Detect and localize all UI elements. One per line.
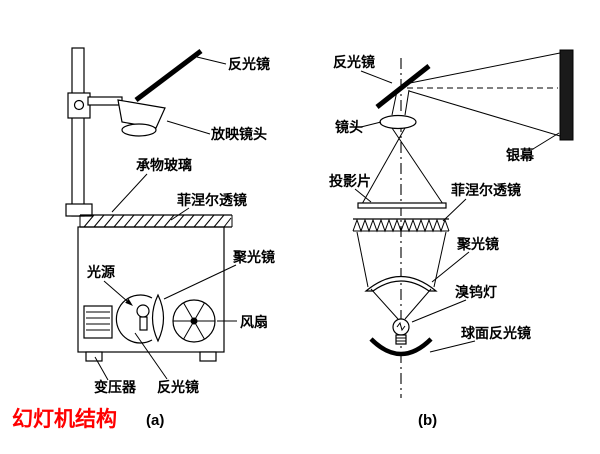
leader-light-source [103,280,128,302]
label-light-source: 光源 [86,264,115,280]
page-title: 幻灯机结构 [12,407,117,431]
lamp-b-base-lines [396,337,406,342]
leader-condenser-b [431,251,470,283]
platform-end-caps [79,215,233,227]
label-condenser-a: 聚光镜 [232,249,275,265]
lamp-bulb [136,304,150,318]
label-projection-lens: 放映镜头 [210,126,267,142]
ray-lamp-condenser-left [370,288,399,320]
caption-a: (a) [146,412,164,429]
label-condenser-b: 聚光镜 [456,236,499,252]
lamp-reflector-arc [115,294,153,344]
label-stage-glass: 承物玻璃 [136,157,192,173]
screen-shape [559,49,574,141]
diagram-a: 反光镜 放映镜头 承物玻璃 菲涅尔透镜 聚光镜 光源 风扇 变压器 反光镜 [65,47,275,395]
mirror-b-shape [375,64,431,109]
top-mirror-shape [134,49,203,102]
leader-screen [532,132,560,150]
condenser-b-shape [364,275,438,292]
label-spherical-reflector: 球面反光镜 [461,325,531,341]
leader-condenser-a [163,264,237,300]
ray-slide-lens-1 [361,127,406,205]
fan-hub [190,317,198,325]
lamp-b-base [395,334,407,345]
leader-lens-b [360,121,382,128]
leader-stage-glass [111,173,148,213]
ray-mirror-screen-top [404,52,561,85]
leader-fresnel-a [170,207,190,221]
leader-fresnel-b [442,198,467,222]
spherical-reflector-shape [369,337,433,357]
diagram-b: 反光镜 镜头 银幕 投影片 菲涅尔透镜 聚光镜 溴钨灯 球面反光镜 [329,49,574,398]
ray-lens-mirror-right [404,89,410,116]
ray-lens-mirror-left [391,90,398,116]
ray-fresnel-condenser-right [433,231,447,288]
label-fresnel-b: 菲涅尔透镜 [451,182,521,198]
support-arm [87,96,123,106]
ray-slide-lens-2 [391,127,444,205]
slide-shape [357,202,447,209]
leader-lamp-b [411,299,467,323]
label-transformer: 变压器 [94,379,137,395]
transformer-laminations [86,311,110,331]
fan-blades [173,302,215,340]
caption-b: (b) [418,412,437,429]
foot-left [85,351,103,362]
label-lamp-b: 溴钨灯 [455,284,497,300]
platform-hatching [83,214,232,228]
label-fan: 风扇 [240,314,268,330]
projection-lens-head [117,99,166,129]
leader-transformer [94,356,109,381]
lens-b-shape [379,114,417,130]
label-fresnel-a: 菲涅尔透镜 [177,192,247,208]
label-reflector-b: 反光镜 [333,54,375,70]
ray-mirror-screen-bottom [408,90,561,137]
projection-lens-opening [121,123,157,137]
leader-projection-lens [166,120,211,135]
leader-spherical-reflector [429,340,476,353]
label-reflector-top: 反光镜 [228,56,270,72]
leader-reflector-b [360,70,393,84]
ray-lamp-condenser-right [404,288,432,320]
leader-reflector-bottom [134,332,168,380]
leader-reflector-top [196,56,227,65]
foot-right [199,351,217,362]
projector-body [77,226,225,353]
condenser-lens-shape [151,293,165,343]
stand-pole [71,47,85,217]
label-screen: 银幕 [506,147,535,163]
lamp-stem [139,316,148,331]
light-source-arrowhead [125,298,133,306]
clamp-screw [73,99,85,111]
ray-fresnel-condenser-left [356,231,369,288]
label-reflector-bottom: 反光镜 [157,379,199,395]
label-lens-b: 镜头 [335,119,363,135]
leader-slide [354,188,372,203]
transformer-box [83,305,113,339]
label-slide: 投影片 [329,173,371,189]
lamp-b-filament [396,321,406,332]
pole-base-block [65,203,93,217]
